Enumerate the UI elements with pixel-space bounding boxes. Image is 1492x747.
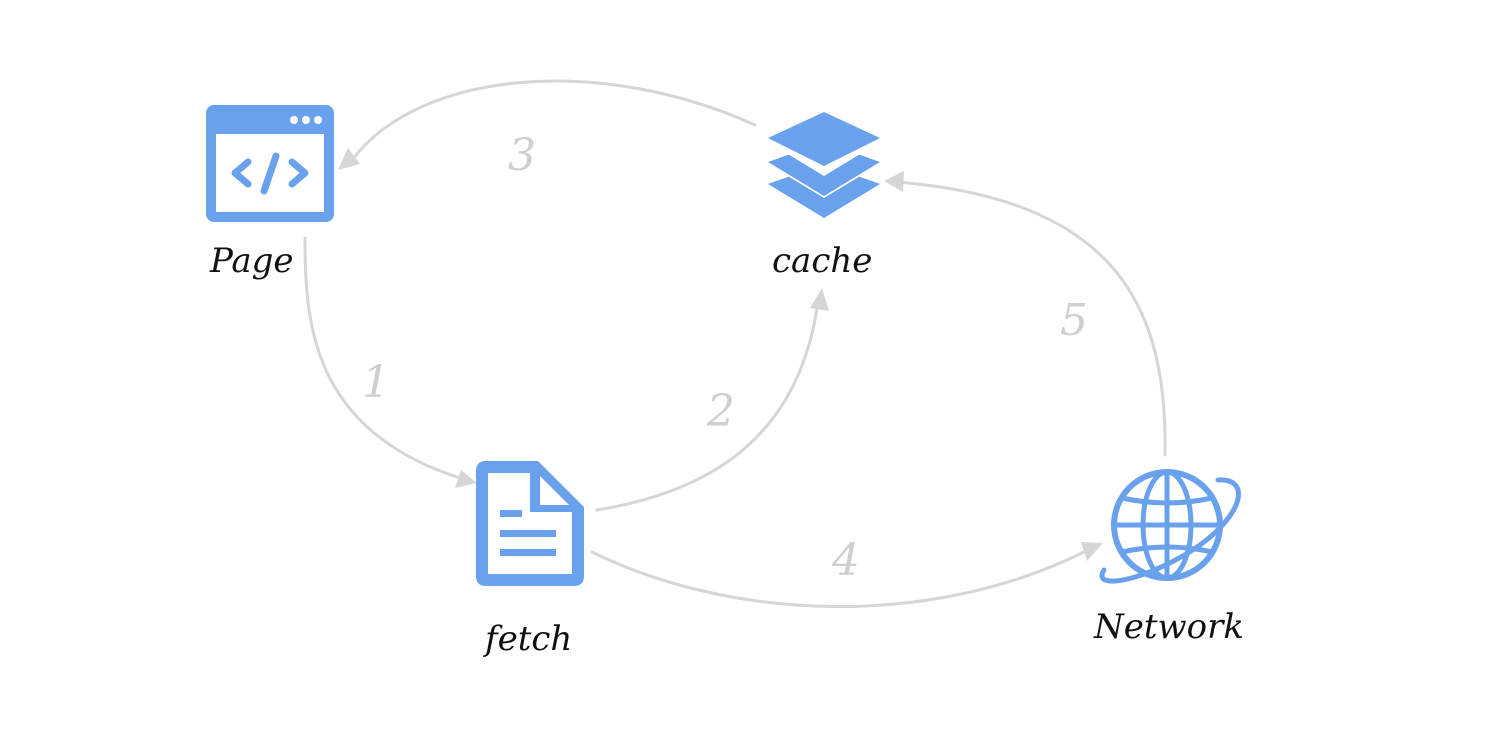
edge-fetch-to-cache	[595, 288, 829, 512]
edge-label-2: 2	[706, 386, 735, 437]
edge-network-to-cache	[884, 171, 1167, 457]
edge-label-4: 4	[831, 535, 860, 586]
node-cache: cache	[768, 112, 880, 281]
edge-label-3: 3	[508, 130, 536, 181]
layers-icon	[768, 112, 880, 218]
node-page: Page	[206, 105, 334, 281]
arrowhead	[1081, 542, 1103, 561]
edge-page-to-fetch	[303, 236, 477, 488]
node-label-page: Page	[209, 241, 294, 281]
edge-fetch-to-network	[590, 542, 1103, 608]
document-icon	[476, 461, 584, 586]
arrowhead	[338, 148, 360, 170]
edge-label-5: 5	[1060, 295, 1088, 346]
node-network: Network	[1093, 469, 1244, 647]
edge-cache-to-page	[338, 79, 757, 170]
arrowhead	[810, 288, 829, 311]
node-label-network: Network	[1093, 607, 1244, 647]
browser-code-icon	[206, 105, 334, 222]
node-label-cache: cache	[772, 241, 872, 281]
arrowhead	[455, 470, 477, 488]
arrowhead	[884, 171, 904, 192]
globe-icon	[1099, 469, 1241, 584]
node-label-fetch: fetch	[482, 619, 572, 659]
edge-label-1: 1	[362, 357, 390, 408]
node-fetch: fetch	[476, 461, 584, 659]
